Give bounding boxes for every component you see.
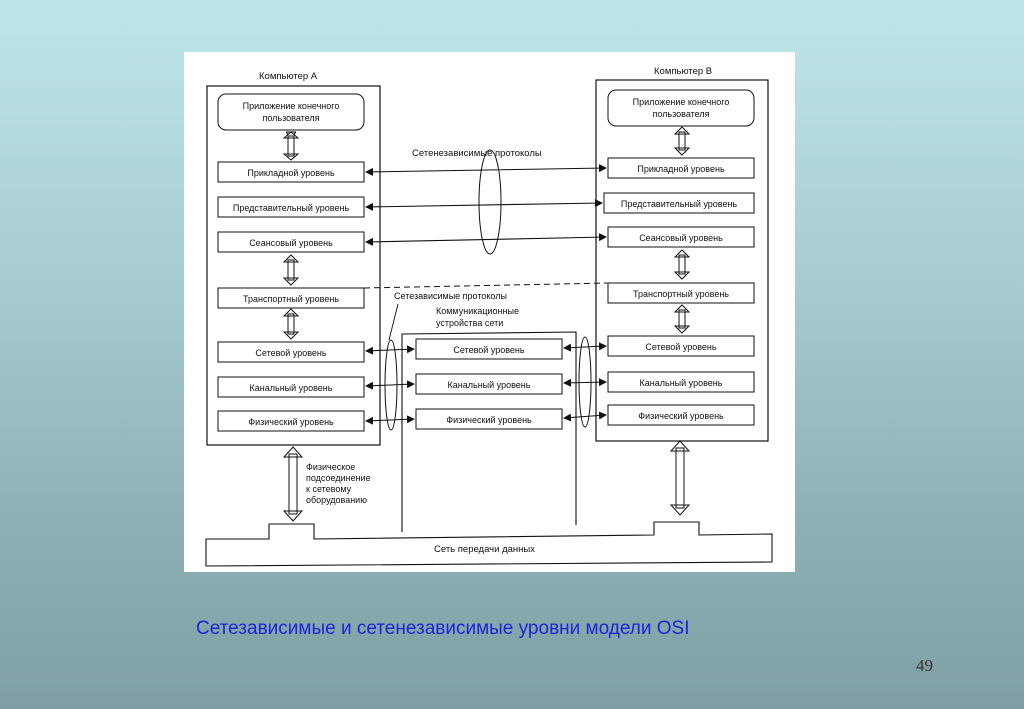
layer-label: Физический уровень <box>446 415 532 425</box>
double-arrow-icon <box>282 308 300 340</box>
layer-box <box>217 161 365 183</box>
dependent-protocols-ellipse-left <box>384 339 398 431</box>
layer-box <box>415 408 563 430</box>
layer-label: Сеансовый уровень <box>639 233 723 243</box>
layer-box <box>217 196 365 218</box>
physical-connection-line2: подсоединение <box>306 473 371 483</box>
layer-box <box>607 226 755 248</box>
physical-connection-arrows <box>282 440 691 522</box>
layer-label: Канальный уровень <box>250 383 333 393</box>
layer-box <box>607 335 755 357</box>
double-arrow-icon <box>282 446 304 522</box>
layer-label: Сетевой уровень <box>453 345 525 355</box>
computer-a-app-line1: Приложение конечного <box>243 101 340 111</box>
layer-label: Физический уровень <box>248 417 334 427</box>
layer-label: Прикладной уровень <box>247 168 335 178</box>
dependent-protocols-ellipse-right <box>578 336 592 428</box>
slide-caption: Сетезависимые и сетенезависимые уровни м… <box>196 618 690 639</box>
network-bus <box>205 521 773 567</box>
osi-diagram-figure: Компьютер А Приложение конечного пользов… <box>184 52 795 572</box>
computer-a-frame <box>206 85 381 446</box>
layer-box <box>217 376 365 398</box>
computer-b-title: Компьютер В <box>654 66 712 77</box>
dependent-protocol-arrows <box>365 342 607 425</box>
computer-b-app-box <box>607 89 755 127</box>
protocols-pointer <box>388 303 399 341</box>
layer-label: Прикладной уровень <box>637 164 725 174</box>
comm-device-layers: Сетевой уровень Канальный уровень Физиче… <box>415 338 563 430</box>
double-arrow-icon <box>673 126 691 156</box>
layer-box <box>217 287 365 309</box>
layer-box <box>217 231 365 253</box>
computer-a-vertical-arrows <box>282 131 300 340</box>
layer-label: Сетевой уровень <box>645 342 717 352</box>
layer-box <box>607 282 755 304</box>
dashed-divider <box>363 282 609 289</box>
layer-box <box>217 410 365 432</box>
layer-label: Транспортный уровень <box>633 289 729 299</box>
double-arrow-icon <box>673 249 691 280</box>
page-number: 49 <box>916 656 933 675</box>
layer-label: Представительный уровень <box>621 199 738 209</box>
layer-label: Канальный уровень <box>448 380 531 390</box>
network-label: Сеть передачи данных <box>434 544 535 555</box>
layer-label: Канальный уровень <box>640 378 723 388</box>
physical-connection-line4: оборудованию <box>306 495 367 505</box>
physical-connection-line3: к сетевому <box>306 484 352 494</box>
computer-a-app-box <box>217 93 365 131</box>
independent-protocols-ellipse <box>478 149 502 255</box>
comm-device-title-line2: устройства сети <box>436 318 503 328</box>
layer-box <box>607 371 755 393</box>
computer-a-title: Компьютер А <box>259 71 318 82</box>
comm-device-frame <box>401 331 577 532</box>
physical-connection-line1: Физическое <box>306 462 355 472</box>
layer-box <box>415 373 563 395</box>
computer-a-layers: Прикладной уровень Представительный уров… <box>217 161 365 432</box>
independent-protocols-label: Сетенезависимые протоколы <box>412 148 542 159</box>
independent-protocol-arrows <box>365 164 607 246</box>
layer-label: Физический уровень <box>638 411 724 421</box>
dependent-protocols-label: Сетезависимые протоколы <box>394 291 507 301</box>
layer-label: Сеансовый уровень <box>249 238 333 248</box>
computer-b-frame <box>595 79 769 442</box>
double-arrow-icon <box>282 131 300 161</box>
layer-box <box>217 341 365 363</box>
computer-a-app-line2: пользователя <box>263 113 320 123</box>
layer-box <box>603 192 755 214</box>
layer-box <box>607 157 755 179</box>
double-arrow-icon <box>673 304 691 334</box>
comm-device-title-line1: Коммуникационные <box>436 306 519 316</box>
layer-label: Транспортный уровень <box>243 294 339 304</box>
layer-box <box>415 338 563 360</box>
computer-b-app-line2: пользователя <box>653 109 710 119</box>
double-arrow-icon <box>282 254 300 286</box>
double-arrow-icon <box>669 440 691 516</box>
layer-box <box>607 404 755 426</box>
computer-b-layers: Прикладной уровень Представительный уров… <box>603 157 755 426</box>
layer-label: Представительный уровень <box>233 203 350 213</box>
computer-b-vertical-arrows <box>673 126 691 334</box>
osi-diagram: Компьютер А Приложение конечного пользов… <box>205 66 773 567</box>
computer-b-app-line1: Приложение конечного <box>633 97 730 107</box>
layer-label: Сетевой уровень <box>255 348 327 358</box>
